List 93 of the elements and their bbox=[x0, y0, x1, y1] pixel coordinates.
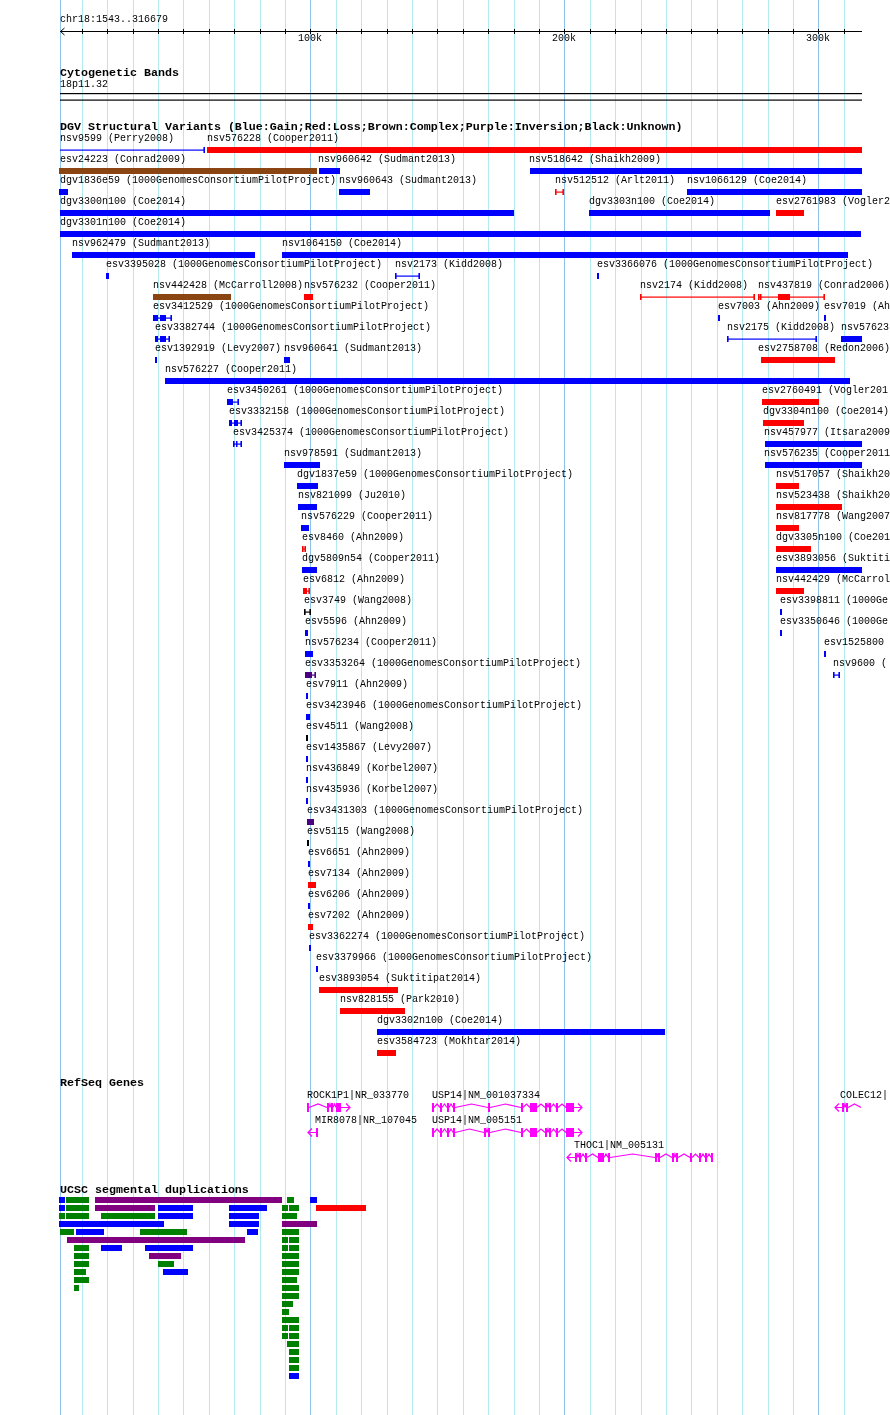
variant-label: nsv512512 (Arlt2011) bbox=[555, 176, 676, 186]
variant-label: esv3893054 (Suktitipat2014) bbox=[319, 974, 482, 984]
variant-label: esv3423946 (1000GenomesConsortiumPilotProject) bbox=[306, 701, 583, 711]
gene-label: ROCK1P1|NR_033770 bbox=[307, 1091, 410, 1101]
variant-label: esv1525800 bbox=[824, 638, 884, 648]
variant-label: esv3412529 (1000GenomesConsortiumPilotProject) bbox=[153, 302, 430, 312]
variant-label: esv3353264 (1000GenomesConsortiumPilotProject) bbox=[305, 659, 582, 669]
variant-label: esv1435867 (Levy2007) bbox=[306, 743, 433, 753]
variant-label: esv1392919 (Levy2007) bbox=[155, 344, 282, 354]
band-label: 18p11.32 bbox=[60, 80, 108, 90]
variant-label: dgv5809n54 (Cooper2011) bbox=[302, 554, 441, 564]
track-title: UCSC segmental duplications bbox=[60, 1184, 249, 1196]
variant-label: nsv9600 ( bbox=[833, 659, 887, 669]
gene-label: USP14|NM_005151 bbox=[432, 1116, 522, 1126]
gene-label: THOC1|NM_005131 bbox=[574, 1141, 664, 1151]
variant-label: nsv1066129 (Coe2014) bbox=[687, 176, 808, 186]
variant-label: esv7003 (Ahn2009) bbox=[718, 302, 821, 312]
variant-label: nsv576228 (Cooper2011) bbox=[207, 134, 340, 144]
variant-label: esv7019 (Ah bbox=[824, 302, 890, 312]
variant-label: esv7202 (Ahn2009) bbox=[308, 911, 411, 921]
variant-label: nsv828155 (Park2010) bbox=[340, 995, 461, 1005]
variant-label: esv2758708 (Redon2006) bbox=[758, 344, 890, 354]
variant-label: nsv960642 (Sudmant2013) bbox=[318, 155, 457, 165]
variant-label: nsv576234 (Cooper2011) bbox=[305, 638, 438, 648]
variant-label: nsv9599 (Perry2008) bbox=[60, 134, 175, 144]
variant-label: nsv523438 (Shaikh20 bbox=[776, 491, 890, 501]
variant-label: nsv436849 (Korbel2007) bbox=[306, 764, 439, 774]
variant-label: esv2760491 (Vogler201 bbox=[762, 386, 889, 396]
variant-label: esv3395028 (1000GenomesConsortiumPilotProject) bbox=[106, 260, 383, 270]
variant-label: esv3584723 (Mokhtar2014) bbox=[377, 1037, 522, 1047]
variant-label: esv5115 (Wang2008) bbox=[307, 827, 416, 837]
variant-label: dgv3302n100 (Coe2014) bbox=[377, 1016, 504, 1026]
coordinate-range-label: chr18:1543..316679 bbox=[60, 15, 169, 25]
variant-label: nsv457977 (Itsara2009 bbox=[764, 428, 890, 438]
variant-label: nsv442428 (McCarroll2008) bbox=[153, 281, 304, 291]
variant-label: nsv2173 (Kidd2008) bbox=[395, 260, 504, 270]
variant-label: nsv437819 (Conrad2006) bbox=[758, 281, 890, 291]
variant-label: esv3366076 (1000GenomesConsortiumPilotProject) bbox=[597, 260, 874, 270]
gene-label: USP14|NM_001037334 bbox=[432, 1091, 541, 1101]
variant-label: esv3398811 (1000Ge bbox=[780, 596, 889, 606]
variant-label: esv3350646 (1000Ge bbox=[780, 617, 889, 627]
variant-label: nsv962479 (Sudmant2013) bbox=[72, 239, 211, 249]
variant-label: dgv1836e59 (1000GenomesConsortiumPilotProject) bbox=[60, 176, 337, 186]
variant-label: dgv1837e59 (1000GenomesConsortiumPilotProject) bbox=[297, 470, 574, 480]
variant-label: nsv821099 (Ju2010) bbox=[298, 491, 407, 501]
tick-label: 100k bbox=[298, 34, 322, 44]
variant-label: nsv57623 bbox=[841, 323, 889, 333]
variant-label: nsv817778 (Wang2007 bbox=[776, 512, 890, 522]
variant-label: nsv978591 (Sudmant2013) bbox=[284, 449, 423, 459]
track-title: DGV Structural Variants (Blue:Gain;Red:Loss;Brown:Complex;Purple:Inversion;Black:Unknown) bbox=[60, 121, 683, 133]
variant-label: esv8460 (Ahn2009) bbox=[302, 533, 405, 543]
gene-label: COLEC12| bbox=[840, 1091, 888, 1101]
variant-label: esv3893056 (Suktiti bbox=[776, 554, 890, 564]
variant-label: esv24223 (Conrad2009) bbox=[60, 155, 187, 165]
variant-label: esv2761983 (Vogler2 bbox=[776, 197, 890, 207]
tick-label: 200k bbox=[552, 34, 576, 44]
variant-label: esv4511 (Wang2008) bbox=[306, 722, 415, 732]
variant-label: esv7911 (Ahn2009) bbox=[306, 680, 409, 690]
variant-label: dgv3304n100 (Coe2014) bbox=[763, 407, 890, 417]
gene-label: MIR8078|NR_107045 bbox=[315, 1116, 418, 1126]
variant-label: nsv576232 (Cooper2011) bbox=[304, 281, 437, 291]
variant-label: esv3425374 (1000GenomesConsortiumPilotProject) bbox=[233, 428, 510, 438]
variant-label: nsv2174 (Kidd2008) bbox=[640, 281, 749, 291]
variant-label: nsv1064150 (Coe2014) bbox=[282, 239, 403, 249]
variant-label: esv6812 (Ahn2009) bbox=[303, 575, 406, 585]
variant-label: esv3332158 (1000GenomesConsortiumPilotProject) bbox=[229, 407, 506, 417]
variant-label: esv3379966 (1000GenomesConsortiumPilotProject) bbox=[316, 953, 593, 963]
variant-label: nsv442429 (McCarrol bbox=[776, 575, 890, 585]
variant-label: esv3749 (Wang2008) bbox=[304, 596, 413, 606]
variant-label: nsv960643 (Sudmant2013) bbox=[339, 176, 478, 186]
variant-label: nsv435936 (Korbel2007) bbox=[306, 785, 439, 795]
variant-label: esv7134 (Ahn2009) bbox=[308, 869, 411, 879]
variant-label: esv3450261 (1000GenomesConsortiumPilotProject) bbox=[227, 386, 504, 396]
tick-label: 300k bbox=[806, 34, 830, 44]
variant-label: nsv2175 (Kidd2008) bbox=[727, 323, 836, 333]
variant-label: esv5596 (Ahn2009) bbox=[305, 617, 408, 627]
variant-label: nsv517057 (Shaikh20 bbox=[776, 470, 890, 480]
variant-label: esv6206 (Ahn2009) bbox=[308, 890, 411, 900]
track-title: RefSeq Genes bbox=[60, 1077, 144, 1089]
variant-label: nsv576227 (Cooper2011) bbox=[165, 365, 298, 375]
variant-label: esv3431303 (1000GenomesConsortiumPilotProject) bbox=[307, 806, 584, 816]
variant-label: nsv960641 (Sudmant2013) bbox=[284, 344, 423, 354]
variant-label: nsv576235 (Cooper2011 bbox=[764, 449, 890, 459]
variant-label: esv3382744 (1000GenomesConsortiumPilotProject) bbox=[155, 323, 432, 333]
variant-label: dgv3300n100 (Coe2014) bbox=[60, 197, 187, 207]
variant-label: dgv3301n100 (Coe2014) bbox=[60, 218, 187, 228]
variant-label: dgv3305n100 (Coe201 bbox=[776, 533, 890, 543]
variant-label: dgv3303n100 (Coe2014) bbox=[589, 197, 716, 207]
variant-label: esv3362274 (1000GenomesConsortiumPilotProject) bbox=[309, 932, 586, 942]
variant-label: nsv576229 (Cooper2011) bbox=[301, 512, 434, 522]
variant-label: nsv518642 (Shaikh2009) bbox=[529, 155, 662, 165]
track-title: Cytogenetic Bands bbox=[60, 67, 179, 79]
variant-label: esv6651 (Ahn2009) bbox=[308, 848, 411, 858]
